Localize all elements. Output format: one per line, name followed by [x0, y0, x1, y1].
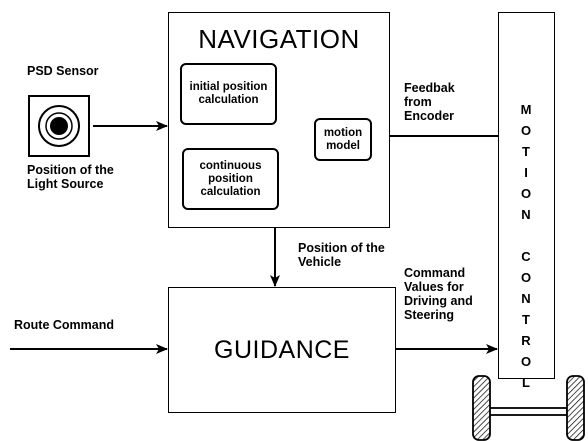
- initial-position-block: initial position calculation: [180, 63, 277, 125]
- guidance-box: GUIDANCE: [168, 287, 396, 413]
- navigation-title: NAVIGATION: [198, 24, 360, 54]
- vehicle-position-label: Position of the Vehicle: [298, 241, 385, 269]
- feedback-label: Feedbak from Encoder: [404, 81, 455, 123]
- psd-sensor-label: PSD Sensor: [27, 64, 99, 78]
- motion-control-box: [498, 12, 555, 379]
- motion-model-block: motion model: [314, 118, 372, 161]
- psd-sensor-icon: [28, 95, 90, 157]
- command-values-label: Command Values for Driving and Steering: [404, 266, 473, 322]
- guidance-title: GUIDANCE: [214, 335, 350, 364]
- continuous-position-block: continuous position calculation: [182, 148, 279, 210]
- route-command-label: Route Command: [14, 318, 114, 332]
- motion-model-label: motion model: [323, 126, 363, 152]
- continuous-position-label: continuous position calculation: [199, 159, 262, 198]
- vehicle-chassis-icon: [472, 375, 585, 441]
- initial-position-label: initial position calculation: [189, 81, 268, 106]
- light-source-caption: Position of the Light Source: [27, 163, 114, 191]
